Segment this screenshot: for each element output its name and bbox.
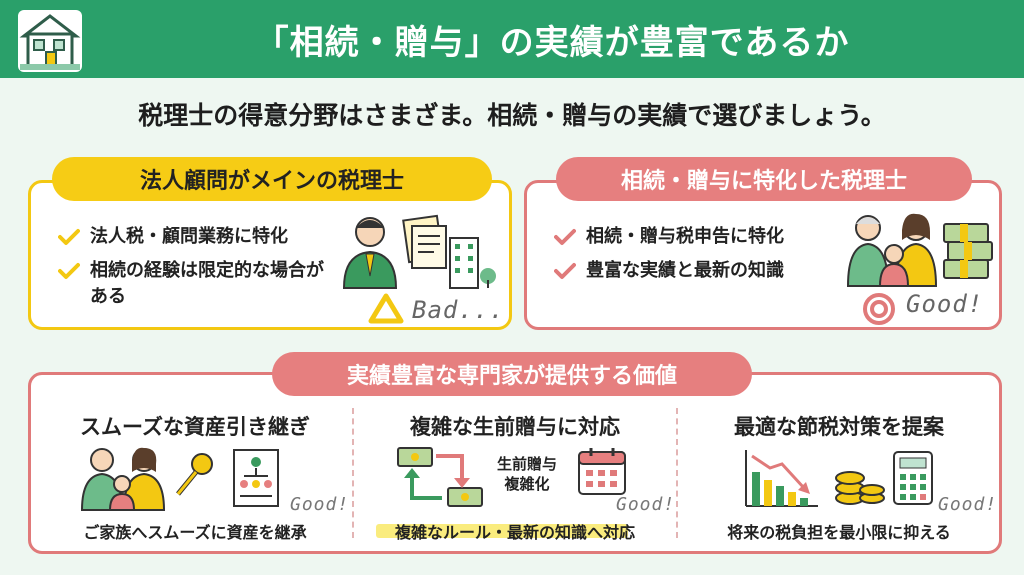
page-title: 「相続・贈与」の実績が豊富であるか <box>254 22 850 63</box>
tax-saving-illustration <box>745 450 933 507</box>
good-verdict: Good! <box>290 494 350 515</box>
family-key-illustration <box>80 447 279 511</box>
family-money-illustration <box>846 213 993 287</box>
caption-highlight <box>376 524 628 538</box>
double-circle-icon <box>863 293 895 325</box>
check-icon <box>58 263 80 279</box>
list-item: 豊富な実績と最新の知識 <box>554 258 844 284</box>
list-item-text: 相続・贈与税申告に特化 <box>586 226 784 247</box>
list-item: 相続・贈与税申告に特化 <box>554 224 844 250</box>
list-item: 相続の経験は限定的な場合がある <box>58 258 338 310</box>
general-tax-accountant-heading: 法人顧問がメインの税理士 <box>52 157 492 201</box>
bad-verdict: Bad... <box>412 296 505 324</box>
value-card-heading: 実績豊富な専門家が提供する価値 <box>272 352 752 396</box>
column-caption: 将来の税負担を最小限に抑える <box>727 523 951 542</box>
house-icon <box>10 6 90 76</box>
column-title-tax-saving: 最適な節税対策を提案 <box>734 415 944 439</box>
column-caption: ご家族へスムーズに資産を継承 <box>83 523 307 542</box>
list-item-text: 法人税・顧問業務に特化 <box>90 226 288 247</box>
good-verdict: Good! <box>906 290 984 318</box>
calendar-icon <box>578 448 626 495</box>
column-title-lifetime-gift: 複雑な生前贈与に対応 <box>410 415 620 439</box>
check-icon <box>554 263 576 279</box>
triangle-icon <box>368 293 404 324</box>
list-item-text: 相続の経験は限定的な場合がある <box>90 260 324 307</box>
header-bar: 「相続・贈与」の実績が豊富であるか <box>0 0 1024 78</box>
list-item: 法人税・顧問業務に特化 <box>58 224 338 250</box>
good-verdict: Good! <box>616 494 676 515</box>
value-card <box>28 372 1002 554</box>
check-icon <box>58 229 80 245</box>
businessman-illustration <box>342 214 496 289</box>
gift-complexity-label: 生前贈与 複雑化 <box>496 455 557 493</box>
column-divider <box>352 408 354 538</box>
check-icon <box>554 229 576 245</box>
inheritance-tax-accountant-heading: 相続・贈与に特化した税理士 <box>556 157 972 201</box>
general-tax-accountant-list: 法人税・顧問業務に特化 相続の経験は限定的な場合がある <box>58 224 338 318</box>
good-verdict: Good! <box>938 494 998 515</box>
page-subtitle: 税理士の得意分野はさまざま。相続・贈与の実績で選びましょう。 <box>138 101 886 130</box>
inheritance-tax-accountant-list: 相続・贈与税申告に特化 豊富な実績と最新の知識 <box>554 224 844 292</box>
column-title-asset-transfer: スムーズな資産引き継ぎ <box>80 415 310 439</box>
column-caption: 複雑なルール・最新の知識へ対応 <box>394 523 635 542</box>
list-item-text: 豊富な実績と最新の知識 <box>586 260 784 281</box>
column-divider <box>676 408 678 538</box>
money-cycle-illustration <box>397 447 483 507</box>
